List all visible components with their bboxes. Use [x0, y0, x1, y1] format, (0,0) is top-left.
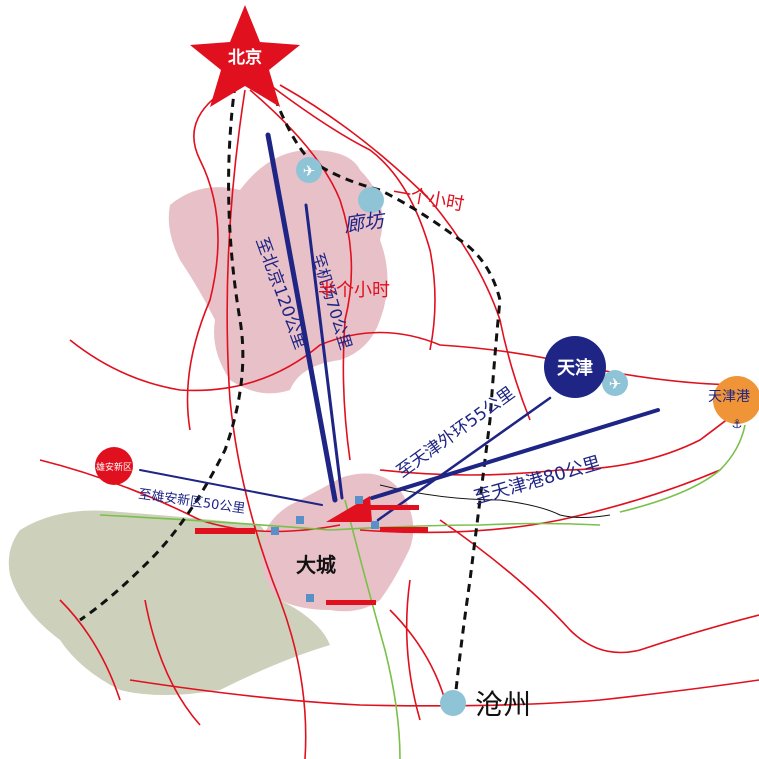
airplane-icon: ✈ [609, 375, 622, 393]
road-network [39, 84, 759, 759]
beijing-star[interactable]: 北京 [190, 5, 300, 107]
xiongan-marker[interactable]: 雄安新区 [95, 447, 133, 485]
square-marker-icon [355, 496, 363, 504]
railway [79, 84, 502, 701]
route-to-beijing [265, 132, 338, 503]
star-icon [190, 5, 300, 107]
route-to-xiongan [139, 469, 323, 506]
square-marker-icon [306, 594, 314, 602]
airport-langfang[interactable] [358, 187, 384, 213]
airport-beijing[interactable]: ✈ [296, 157, 322, 183]
airport-half-hour-label: 半个小时 [318, 280, 390, 301]
anchor-icon: ⚓ [732, 417, 743, 431]
square-marker-icon [271, 527, 279, 535]
dacheng-label: 大城 [296, 553, 336, 577]
langfang-region [168, 150, 388, 394]
routes [139, 132, 660, 522]
langfang-label: 廊坊 [342, 207, 388, 237]
thin-road [379, 484, 611, 518]
langfang-hour-label: 一个小时 [391, 182, 466, 215]
tianjin-port-marker[interactable]: ⚓ [713, 376, 759, 431]
airport-tianjin[interactable]: ✈ [602, 370, 628, 396]
square-marker-icon [371, 521, 379, 529]
label-bars [195, 505, 428, 605]
rural-region [8, 510, 330, 695]
route-to-tianjin-port [370, 408, 660, 500]
route-to-tianjin-ring [376, 396, 552, 522]
tianjin-marker[interactable]: 天津 [544, 336, 606, 398]
square-marker-icon [296, 516, 304, 524]
to-xiongan-label: 至雄安新区50公里 [137, 486, 246, 517]
xiongan-label: 雄安新区 [96, 461, 132, 473]
tianjin-port-label: 天津港 [708, 389, 750, 405]
cangzhou-marker[interactable] [440, 690, 466, 716]
route-to-airport [304, 203, 344, 500]
square-markers [271, 496, 379, 602]
beijing-label: 北京 [228, 47, 262, 68]
tianjin-label: 天津 [557, 357, 593, 379]
airplane-icon: ✈ [303, 162, 316, 180]
cangzhou-label: 沧州 [475, 688, 531, 721]
